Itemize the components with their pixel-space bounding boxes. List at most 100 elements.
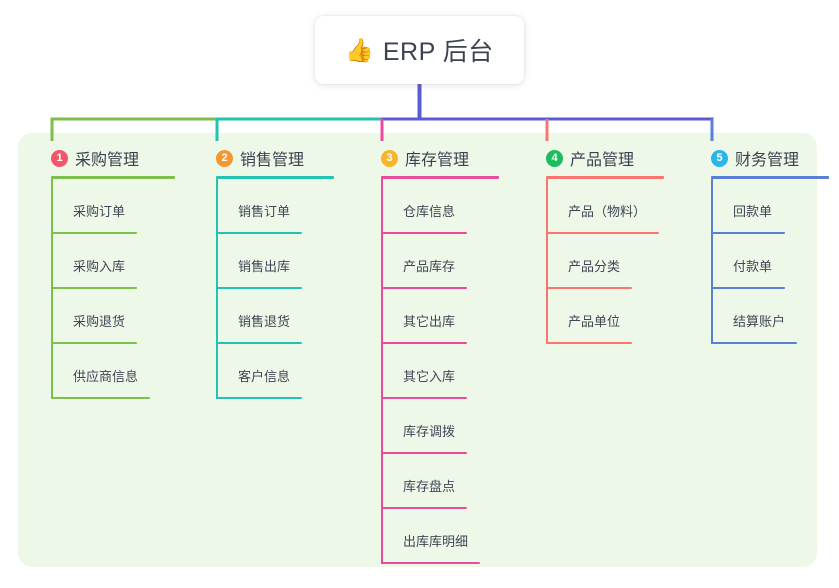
branch-column: 2 销售管理销售订单销售出库销售退货客户信息 bbox=[195, 146, 345, 399]
list-item-underline bbox=[216, 342, 302, 344]
list-item-underline bbox=[51, 232, 137, 234]
branch-index-badge: 2 bbox=[216, 149, 233, 167]
list-item[interactable]: 产品库存 bbox=[381, 234, 510, 289]
list-item-label: 付款单 bbox=[733, 259, 773, 274]
list-item-underline bbox=[51, 342, 137, 344]
root-node-card[interactable]: 👍 ERP 后台 bbox=[315, 16, 524, 84]
list-item-underline bbox=[216, 232, 302, 234]
branch-item-list: 仓库信息产品库存其它出库其它入库库存调拨库存盘点出库库明细 bbox=[381, 179, 510, 564]
thumbs-up-emoji: 👍 bbox=[345, 36, 374, 63]
list-item-underline bbox=[51, 397, 150, 399]
list-item[interactable]: 销售退货 bbox=[216, 289, 345, 344]
branch-underline bbox=[546, 176, 664, 179]
branch-index-badge: 5 bbox=[711, 149, 728, 167]
branch-spine bbox=[216, 179, 218, 399]
list-item-label: 采购入库 bbox=[73, 259, 126, 274]
list-item-label: 回款单 bbox=[733, 204, 773, 219]
branch-column: 1 采购管理采购订单采购入库采购退货供应商信息 bbox=[30, 146, 180, 399]
list-item[interactable]: 产品单位 bbox=[546, 289, 675, 344]
branch-item-list: 回款单付款单结算账户 bbox=[711, 179, 839, 344]
list-item-underline bbox=[381, 507, 467, 509]
list-item[interactable]: 采购退货 bbox=[51, 289, 180, 344]
list-item[interactable]: 其它入库 bbox=[381, 344, 510, 399]
list-item[interactable]: 产品分类 bbox=[546, 234, 675, 289]
list-item-label: 采购退货 bbox=[73, 314, 126, 329]
list-item-label: 其它出库 bbox=[403, 314, 456, 329]
branch-item-list: 产品（物料） 产品分类产品单位 bbox=[546, 179, 675, 344]
branch-spine bbox=[546, 179, 548, 344]
list-item-underline bbox=[711, 342, 797, 344]
list-item-label: 库存盘点 bbox=[403, 479, 456, 494]
list-item-underline bbox=[216, 397, 302, 399]
list-item[interactable]: 结算账户 bbox=[711, 289, 839, 344]
list-item-underline bbox=[216, 287, 302, 289]
list-item[interactable]: 仓库信息 bbox=[381, 179, 510, 234]
list-item[interactable]: 采购订单 bbox=[51, 179, 180, 234]
list-item-underline bbox=[381, 287, 467, 289]
branch-underline bbox=[381, 176, 499, 179]
branch-index-badge: 4 bbox=[546, 149, 563, 167]
branch-underline bbox=[216, 176, 334, 179]
list-item[interactable]: 供应商信息 bbox=[51, 344, 180, 399]
list-item-underline bbox=[546, 287, 632, 289]
branch-column: 3 库存管理仓库信息产品库存其它出库其它入库库存调拨库存盘点出库库明细 bbox=[360, 146, 510, 564]
page-title: ERP 后台 bbox=[382, 38, 494, 66]
list-item[interactable]: 付款单 bbox=[711, 234, 839, 289]
branch-spine bbox=[51, 179, 53, 399]
list-item[interactable]: 库存盘点 bbox=[381, 454, 510, 509]
branch-item-list: 采购订单采购入库采购退货供应商信息 bbox=[51, 179, 180, 399]
list-item[interactable]: 销售订单 bbox=[216, 179, 345, 234]
branch-header[interactable]: 5 财务管理 bbox=[690, 146, 839, 170]
list-item-label: 产品（物料） bbox=[568, 204, 647, 219]
list-item-underline bbox=[546, 342, 632, 344]
list-item-underline bbox=[381, 397, 467, 399]
list-item[interactable]: 库存调拨 bbox=[381, 399, 510, 454]
list-item-underline bbox=[381, 342, 467, 344]
list-item-underline bbox=[381, 452, 467, 454]
list-item-label: 销售出库 bbox=[238, 259, 291, 274]
branch-index-badge: 1 bbox=[51, 149, 68, 167]
branch-title: 财务管理 bbox=[735, 152, 800, 169]
list-item-underline bbox=[381, 562, 480, 564]
branch-spine bbox=[711, 179, 713, 344]
list-item-label: 供应商信息 bbox=[73, 369, 139, 384]
list-item-label: 产品库存 bbox=[403, 259, 456, 274]
list-item[interactable]: 出库库明细 bbox=[381, 509, 510, 564]
list-item-label: 产品单位 bbox=[568, 314, 621, 329]
list-item-label: 销售退货 bbox=[238, 314, 291, 329]
branch-spine bbox=[381, 179, 383, 564]
list-item[interactable]: 回款单 bbox=[711, 179, 839, 234]
list-item[interactable]: 销售出库 bbox=[216, 234, 345, 289]
branch-title: 销售管理 bbox=[240, 152, 305, 169]
branch-index-badge: 3 bbox=[381, 149, 398, 167]
list-item-label: 客户信息 bbox=[238, 369, 291, 384]
branch-item-list: 销售订单销售出库销售退货客户信息 bbox=[216, 179, 345, 399]
list-item-underline bbox=[711, 287, 785, 289]
branch-header[interactable]: 3 库存管理 bbox=[360, 146, 510, 170]
list-item[interactable]: 其它出库 bbox=[381, 289, 510, 344]
branch-header[interactable]: 2 销售管理 bbox=[195, 146, 345, 170]
list-item-underline bbox=[711, 232, 785, 234]
list-item[interactable]: 采购入库 bbox=[51, 234, 180, 289]
branch-underline bbox=[711, 176, 829, 179]
diagram-panel bbox=[18, 133, 817, 567]
branch-underline bbox=[51, 176, 175, 179]
list-item[interactable]: 产品（物料） bbox=[546, 179, 675, 234]
list-item-label: 出库库明细 bbox=[403, 534, 469, 549]
list-item-label: 销售订单 bbox=[238, 204, 291, 219]
list-item-underline bbox=[546, 232, 659, 234]
list-item-label: 其它入库 bbox=[403, 369, 456, 384]
branch-title: 库存管理 bbox=[405, 152, 470, 169]
list-item-underline bbox=[51, 287, 137, 289]
list-item-label: 仓库信息 bbox=[403, 204, 456, 219]
list-item[interactable]: 客户信息 bbox=[216, 344, 345, 399]
branch-header[interactable]: 1 采购管理 bbox=[30, 146, 180, 170]
branch-title: 采购管理 bbox=[75, 152, 140, 169]
list-item-label: 库存调拨 bbox=[403, 424, 456, 439]
list-item-label: 采购订单 bbox=[73, 204, 126, 219]
branch-column: 5 财务管理回款单付款单结算账户 bbox=[690, 146, 839, 344]
list-item-label: 产品分类 bbox=[568, 259, 621, 274]
